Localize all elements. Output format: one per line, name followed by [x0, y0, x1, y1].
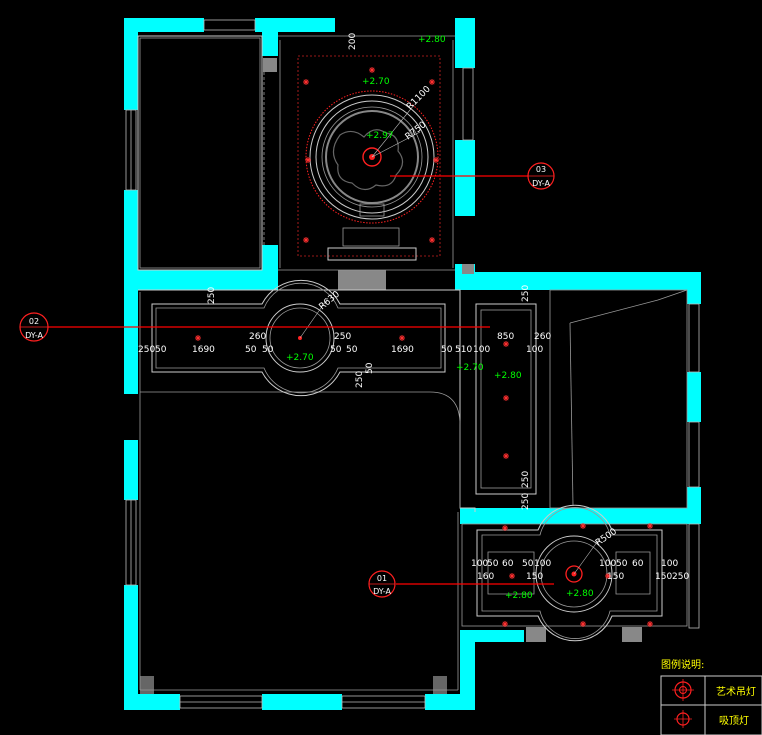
leader-lines — [48, 175, 554, 585]
dimension-label: 510 — [455, 345, 472, 355]
ceiling-lamp-icon — [674, 710, 692, 728]
dimension-label: 50 — [365, 362, 375, 374]
dimension-label: 100 — [526, 345, 543, 355]
legend-item-label: 艺术吊灯 — [716, 686, 756, 698]
dimension-label: 50 — [522, 559, 534, 569]
level-mark: +2.80 — [566, 589, 594, 599]
legend: 图例说明: 艺术吊灯 吸顶灯 — [660, 658, 762, 735]
window-frames — [125, 19, 700, 709]
level-marks: +2.80 +2.70 +2.97 +2.70 +2.70 +2.80 +2.8… — [286, 35, 594, 601]
dimension-label: 250 — [672, 572, 689, 582]
dimension-label: 260 — [534, 332, 551, 342]
dimension-label: 50 — [330, 345, 342, 355]
dimension-label: 250 — [355, 371, 365, 388]
dimension-label: 100 — [473, 345, 490, 355]
callout-03-ref: DY-A — [532, 179, 550, 188]
dimension-label: 50 — [262, 345, 274, 355]
callout-03: 03 DY-A — [527, 162, 555, 190]
lower-right-ceiling — [476, 504, 663, 642]
callout-01-number: 01 — [377, 574, 387, 583]
dimension-label: 150 — [655, 572, 672, 582]
dimension-label: 50 — [346, 345, 358, 355]
walls — [124, 18, 701, 710]
dimension-label: 100 — [661, 559, 678, 569]
dimension-label: 1690 — [192, 345, 215, 355]
level-mark: +2.97 — [366, 131, 394, 141]
callout-02: 02 DY-A — [19, 312, 49, 342]
level-mark: +2.70 — [456, 363, 484, 373]
dimension-label: 850 — [497, 332, 514, 342]
dimension-label: 160 — [477, 572, 494, 582]
dimension-label: 250 — [334, 332, 351, 342]
dimension-label: 250 — [138, 345, 155, 355]
callout-03-number: 03 — [536, 165, 546, 174]
callout-01: 01 DY-A — [368, 570, 396, 598]
level-mark: +2.80 — [494, 371, 522, 381]
dimension-label: 100 — [471, 559, 488, 569]
level-mark: +2.80 — [418, 35, 446, 45]
dimension-label: 260 — [249, 332, 266, 342]
round-feature-ceiling — [297, 55, 441, 261]
level-mark: +2.80 — [505, 591, 533, 601]
middle-ceiling-band — [151, 279, 537, 495]
dimension-label: 150 — [526, 572, 543, 582]
room-outlines — [137, 35, 688, 691]
dimension-label: 250 — [207, 287, 217, 304]
dimension-label: 200 — [348, 33, 358, 50]
dimension-label: 50 — [155, 345, 167, 355]
dimension-label: 150 — [607, 572, 624, 582]
level-mark: +2.70 — [362, 77, 390, 87]
callout-01-ref: DY-A — [373, 587, 391, 596]
callout-02-number: 02 — [29, 317, 39, 326]
pendant-lamp-icon — [672, 679, 694, 701]
legend-item-label: 吸顶灯 — [719, 715, 749, 727]
dimension-label: R1100 — [405, 84, 433, 112]
dimension-label: 100 — [599, 559, 616, 569]
dimension-label: 60 — [502, 559, 514, 569]
legend-title: 图例说明: — [661, 658, 704, 671]
dimension-label: 60 — [632, 559, 644, 569]
dimension-label: 50 — [441, 345, 453, 355]
dimension-label: 50 — [616, 559, 628, 569]
dimension-label: 250 — [521, 493, 531, 510]
dimension-label: 100 — [534, 559, 551, 569]
dimension-label: 50 — [245, 345, 257, 355]
dimension-label: 50 — [487, 559, 499, 569]
dimension-label: 250 — [521, 285, 531, 302]
callout-02-ref: DY-A — [25, 331, 43, 340]
dimension-label: 1690 — [391, 345, 414, 355]
dimensions: 200 R1100 R750 250 R630 260 250 850 260 … — [138, 33, 689, 582]
level-mark: +2.70 — [286, 353, 314, 363]
dimension-label: 250 — [521, 471, 531, 488]
